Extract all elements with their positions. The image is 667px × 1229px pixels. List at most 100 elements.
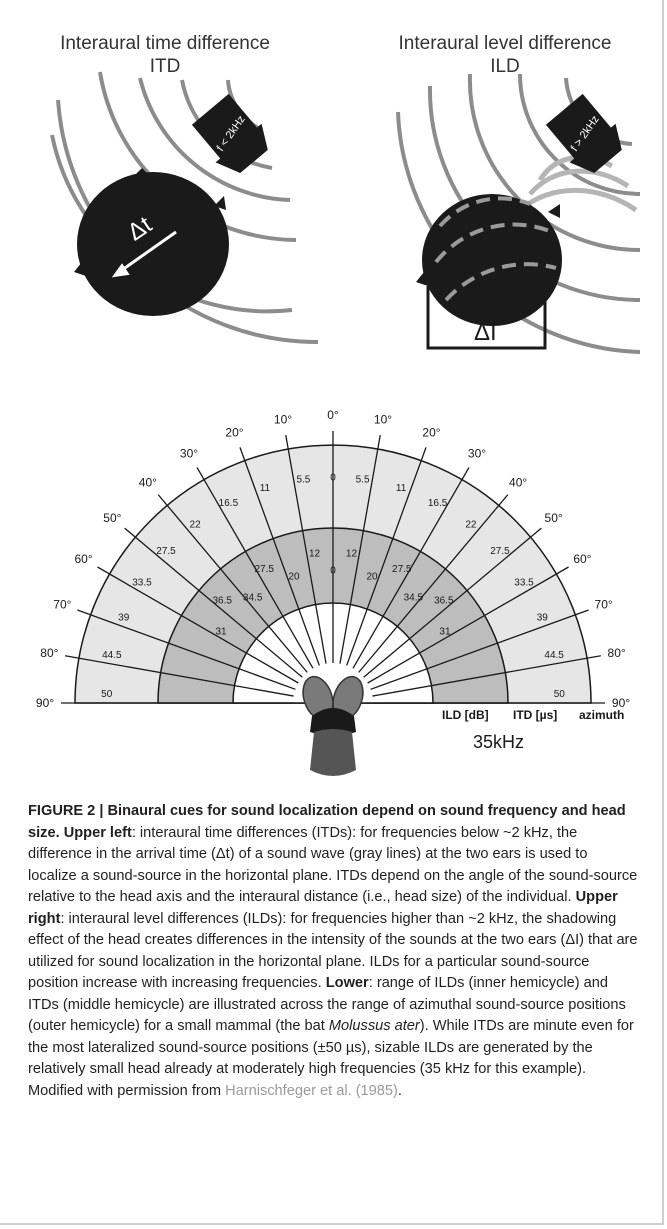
azimuth-label: 10° [274,412,292,426]
azimuth-spoke [239,447,320,666]
itd-value: 50 [554,689,566,700]
caption-reference-link[interactable]: Harnischfeger et al. (1985) [225,1082,398,1099]
azimuth-spoke [285,435,327,664]
itd-value: 22 [465,519,477,530]
caption-upper-left-label: Upper left [63,824,132,841]
caption-species: Molussus ater [328,1018,420,1034]
azimuth-label: 70° [595,597,613,611]
azimuth-spoke [363,527,542,678]
itd-value: 39 [537,612,549,623]
ild-title: Interaural level difference ILD [360,32,650,78]
caption-lower-text-1: : range of ILDs (inner hemicycle) and IT… [28,975,626,1034]
azimuth-spoke [77,609,296,690]
azimuth-spoke [367,566,569,684]
ild-title-line1: Interaural level difference [398,33,612,54]
itd-value: 11 [260,483,271,494]
azimuth-polar-diagram: 90° 50 80° 44.5 70° 39 60° 33.5 50° 27.5 40° 22 30° 1… [36,408,630,776]
azimuth-label: 50° [545,511,563,525]
azimuth-spoke [358,494,509,673]
azimuth-spoke [339,435,381,664]
legend-azimuth: azimuth [579,708,624,722]
ild-value: 20 [288,571,300,582]
caption-upper-left-text: : interaural time differences (ITDs): fo… [28,824,638,906]
ild-delta-i-label: ΔI [474,319,497,346]
itd-value: 33.5 [132,577,152,588]
itd-head [77,172,229,316]
ild-illustration: ΔI f > 2kHz [396,73,641,354]
figure-caption: FIGURE 2 | Binaural cues for sound local… [28,801,638,1102]
ild-speaker [545,93,622,174]
caption-upper-right-text: : interaural level differences (ILDs): f… [28,910,638,992]
azimuth-spokes [61,431,605,704]
azimuth-spoke [352,467,470,669]
caption-lower-text-2: ). While ITDs are minute even for the mo… [28,1018,634,1099]
frequency-label: 35kHz [473,732,524,752]
caption-lower-label: Lower [325,975,369,991]
azimuth-label: 70° [53,597,71,611]
azimuth-label: 90° [36,696,54,710]
azimuth-spoke [97,566,299,684]
azimuth-spoke [65,655,294,697]
azimuth-label: 30° [468,447,486,461]
caption-lead: FIGURE 2 | Binaural cues for sound local… [28,803,626,841]
itd-value: 39 [118,612,130,623]
caption-end: . [397,1082,402,1099]
azimuth-label: 40° [139,475,157,489]
legend-ild: ILD [dB] [442,708,489,722]
legend-itd: ITD [µs] [513,708,557,722]
azimuth-label: 30° [180,447,198,461]
ild-value: 20 [366,571,378,582]
itd-speaker [191,93,268,174]
azimuth-label: 60° [75,552,93,566]
azimuth-spoke [370,609,589,690]
azimuth-label: 20° [225,425,243,439]
azimuth-label: 60° [573,552,591,566]
ild-value: 12 [346,549,358,560]
itd-value: 27.5 [490,546,510,557]
ild-value: 0 [330,566,336,577]
azimuth-label: 20° [422,425,440,439]
ild-value: 12 [309,549,321,560]
azimuth-label: 10° [374,412,392,426]
azimuth-label: 90° [612,696,630,710]
itd-title: Interaural time difference ITD [20,32,310,78]
ild-value: 36.5 [212,596,232,607]
itd-value: 5.5 [296,474,310,485]
itd-title-line2: ITD [149,56,181,77]
azimuth-spoke [196,467,314,669]
azimuth-label: 40° [509,475,527,489]
itd-value: 5.5 [356,474,370,485]
itd-value: 11 [396,483,407,494]
itd-title-line1: Interaural time difference [60,33,270,54]
azimuth-label: 80° [608,646,626,660]
itd-value: 44.5 [102,650,122,661]
ild-value: 34.5 [404,592,424,603]
ild-title-line2: ILD [490,56,520,77]
ild-value: 27.5 [254,564,274,575]
azimuth-label: 80° [40,646,58,660]
caption-upper-right-label: Upper right [28,889,618,927]
azimuth-label: 0° [327,408,339,422]
azimuth-label: 50° [103,511,121,525]
itd-value: 16.5 [428,498,448,509]
itd-illustration: Δt f < 2kHz [50,71,319,345]
azimuth-spoke [157,494,308,673]
ild-value: 36.5 [434,596,454,607]
itd-value: 22 [190,519,202,530]
itd-value: 0 [330,473,336,484]
ild-head [422,194,562,326]
azimuth-spoke [124,527,303,678]
azimuth-spoke [372,655,601,697]
itd-value: 50 [101,689,113,700]
ild-level-bracket [426,286,547,350]
itd-value: 16.5 [219,498,239,509]
azimuth-labels: 90° 50 80° 44.5 70° 39 60° 33.5 50° 27.5 40° 22 30° 1… [36,408,630,710]
itd-value: 33.5 [514,577,534,588]
ild-value: 31 [215,626,227,637]
azimuth-spoke [346,447,427,666]
itd-value: 27.5 [156,546,176,557]
itd-value: 44.5 [544,650,564,661]
ild-value: 31 [439,626,451,637]
bat-head [302,675,364,776]
